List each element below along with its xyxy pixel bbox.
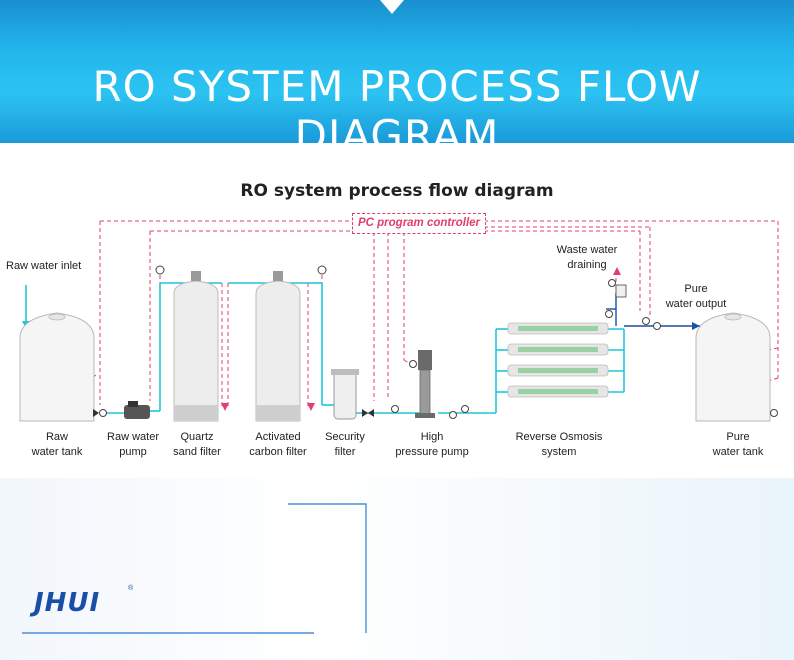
activated-carbon-filter — [255, 271, 301, 422]
waste-water-label: Waste water draining — [556, 244, 618, 271]
brand-logo: JHUI — [34, 588, 101, 618]
gauges — [99, 265, 778, 419]
quartz-sand-filter — [173, 271, 219, 422]
pure-water-tank-label: Pure water tank — [712, 431, 764, 458]
pure-water-tank — [695, 312, 771, 422]
quartz-sand-filter-label: Quartz sand filter — [173, 431, 221, 458]
security-filter-label: Security filter — [325, 431, 365, 458]
diagram-title: RO system process flow diagram — [240, 181, 554, 201]
footer-decor-lines — [22, 503, 367, 634]
reverse-osmosis-system — [507, 322, 609, 398]
diagram-canvas — [19, 220, 779, 422]
raw-water-pump — [124, 401, 150, 419]
pc-program-controller: PC program controller — [352, 213, 486, 234]
security-filter — [331, 369, 359, 420]
banner-notch — [380, 0, 404, 14]
raw-water-tank — [19, 312, 95, 422]
page-title: RO SYSTEM PROCESS FLOW DIAGRAM — [92, 62, 702, 143]
raw-water-inlet-label: Raw water inlet — [6, 260, 82, 272]
output-arrow — [692, 322, 700, 330]
registered-mark: ® — [128, 585, 134, 592]
activated-carbon-filter-label: Activated carbon filter — [249, 431, 307, 458]
high-pressure-pump-label: High pressure pump — [395, 431, 469, 458]
process-flow-diagram: RO system process flow diagram — [0, 143, 794, 478]
pure-water-output-label: Pure water output — [665, 283, 727, 310]
high-pressure-pump — [415, 350, 435, 418]
footer-area: JHUI ® — [0, 478, 794, 660]
raw-water-pump-label: Raw water pump — [107, 431, 159, 458]
valves — [93, 284, 627, 417]
water-lines — [25, 282, 625, 414]
control-arrows — [221, 267, 621, 411]
header-banner: RO SYSTEM PROCESS FLOW DIAGRAM — [0, 0, 794, 143]
reverse-osmosis-system-label: Reverse Osmosis system — [515, 431, 603, 458]
pure-water-lines — [606, 293, 700, 327]
raw-water-tank-label: Raw water tank — [31, 431, 83, 458]
